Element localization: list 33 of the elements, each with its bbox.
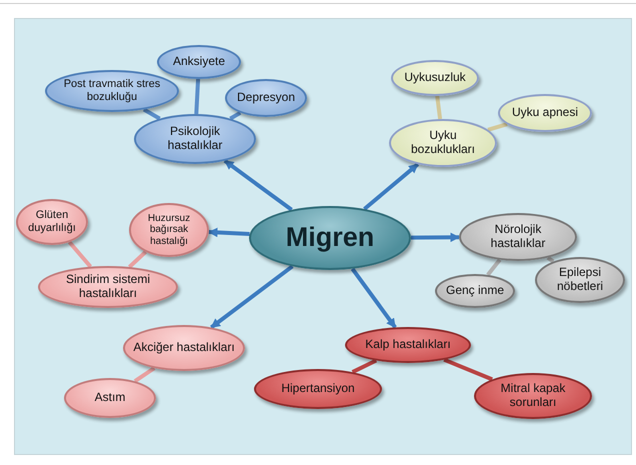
- arrow: [350, 268, 397, 329]
- node-label: Depresyon: [236, 91, 296, 105]
- node-label: Nörolojik hastalıklar: [490, 223, 546, 251]
- node-label: Epilepsi nöbetleri: [556, 266, 604, 294]
- connector-line: [134, 366, 156, 383]
- node-label: Astım: [94, 391, 126, 405]
- connector-line: [229, 111, 242, 120]
- node-label: Sindirim sistemi hastalıkları: [64, 273, 151, 301]
- node-label: Psikolojik hastalıklar: [166, 125, 224, 153]
- node-label: Mitral kapak sorunları: [500, 382, 566, 410]
- node-label: Kalp hastalıkları: [365, 338, 451, 352]
- node-label: Uykusuzluk: [404, 71, 466, 85]
- node-label: Uyku apnesi: [512, 106, 578, 120]
- arrow: [224, 159, 293, 212]
- connector-line: [435, 96, 442, 120]
- connector-line: [194, 78, 200, 114]
- arrow: [410, 232, 460, 242]
- node-label: Migren: [286, 222, 374, 254]
- node-label: Post travmatik stres bozukluğu: [62, 78, 162, 104]
- arrow: [363, 162, 420, 211]
- connector-line: [486, 258, 502, 276]
- node-label: Genç inme: [446, 284, 504, 298]
- node-label: Huzursuz bağırsak hastalığı: [146, 212, 192, 248]
- arrow: [208, 228, 250, 238]
- node-label: Glüten duyarlılığı: [27, 209, 77, 235]
- connector-line: [487, 122, 508, 132]
- node-label: Hipertansiyon: [281, 382, 355, 396]
- node-label: Uyku bozuklukları: [410, 129, 476, 157]
- node-label: Anksiyete: [172, 55, 226, 69]
- connector-line: [68, 240, 92, 268]
- node-label: Akciğer hastalıkları: [133, 341, 235, 355]
- connector-line: [128, 250, 147, 268]
- connector-line: [443, 358, 493, 382]
